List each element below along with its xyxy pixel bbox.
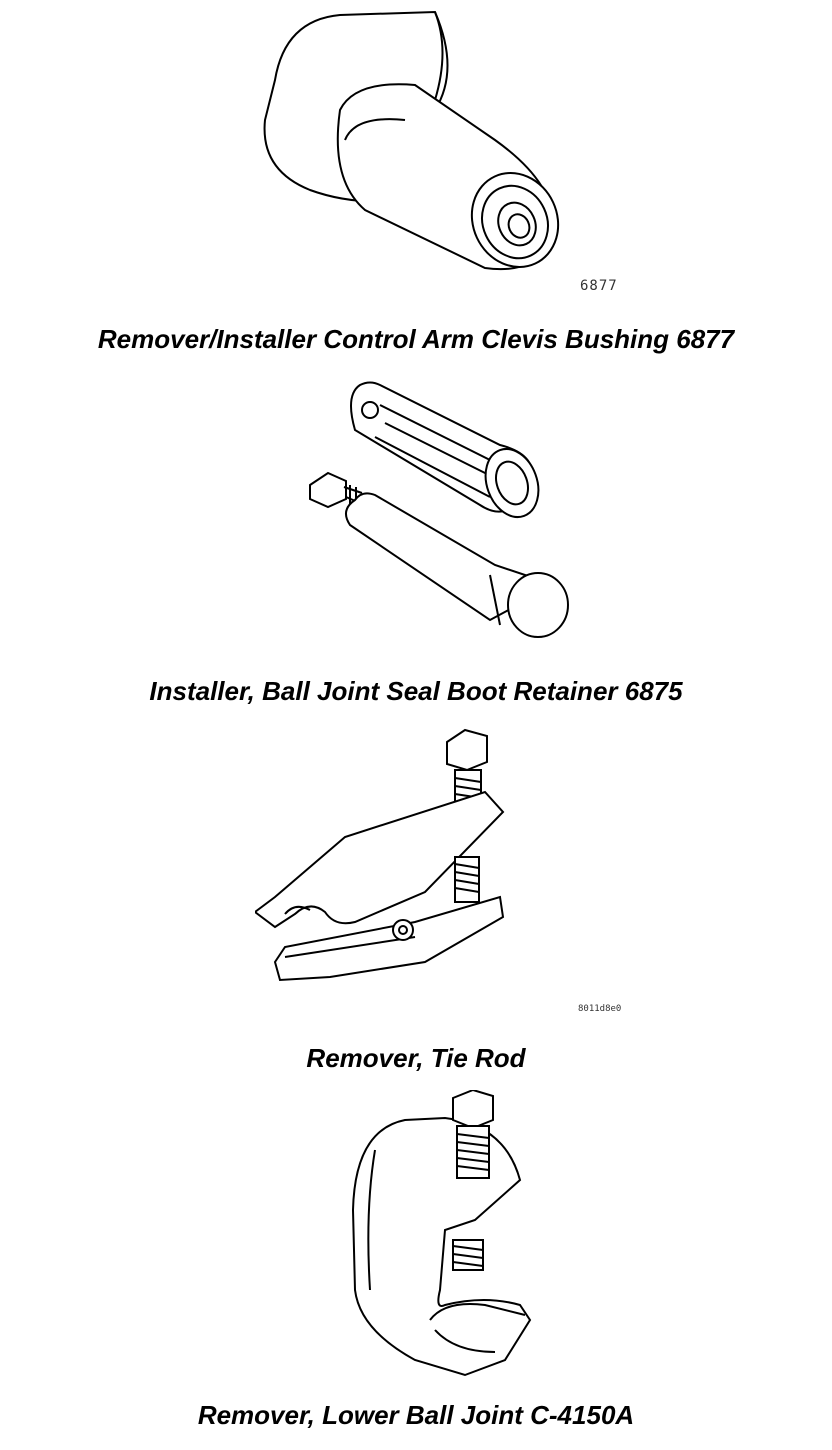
part-code-8011d8e0: 8011d8e0 bbox=[578, 1004, 622, 1014]
figure-caption-4: Remover, Lower Ball Joint C-4150A bbox=[197, 1400, 635, 1430]
seal-boot-retainer-installer-icon bbox=[300, 375, 580, 655]
lower-ball-joint-remover-icon bbox=[345, 1090, 545, 1380]
part-code-6877: 6877 bbox=[580, 278, 618, 294]
tie-rod-remover-icon bbox=[255, 722, 515, 992]
figure-caption-2: Installer, Ball Joint Seal Boot Retainer… bbox=[149, 676, 683, 706]
figure-caption-1: Remover/Installer Control Arm Clevis Bus… bbox=[97, 324, 735, 354]
clevis-bushing-tool-icon bbox=[245, 10, 575, 280]
figure-caption-3: Remover, Tie Rod bbox=[306, 1043, 526, 1073]
